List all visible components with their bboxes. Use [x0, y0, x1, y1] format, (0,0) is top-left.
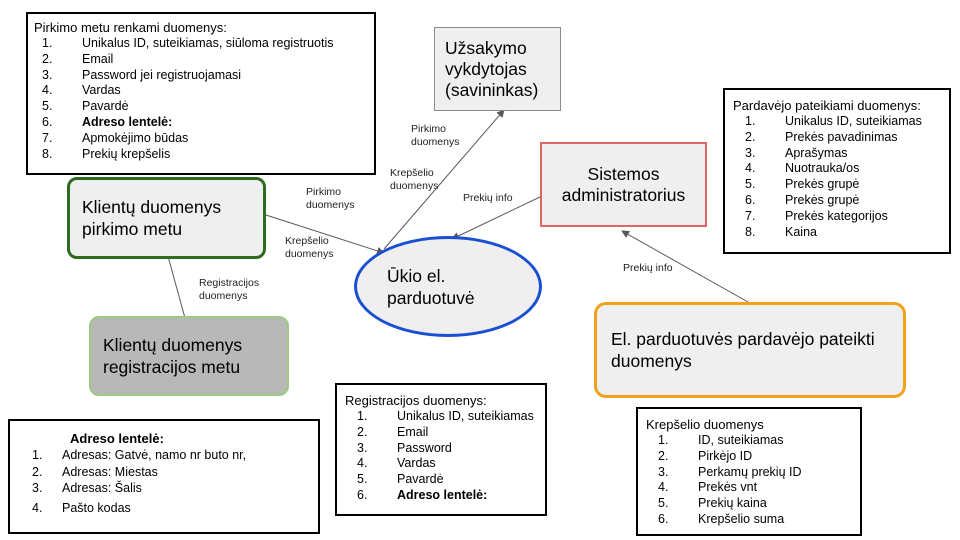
- edge-admin-to-eshop: [451, 195, 543, 240]
- system-admin-label: Sistemos administratorius: [561, 163, 686, 205]
- order-executor-label: Užsakymo vykdytojas (savininkas): [445, 37, 539, 100]
- cart-data-title: Krepšelio duomenys: [646, 417, 764, 432]
- list-item: 8.Prekių krepšelis: [42, 146, 171, 161]
- address-table-list: 1.Adresas: Gatvė, namo nr buto nr, 2.Adr…: [16, 447, 312, 516]
- cart-data-box: Krepšelio duomenys 1.ID, suteikiamas 2.P…: [636, 407, 862, 536]
- system-admin-node: Sistemos administratorius: [540, 142, 707, 227]
- seller-provided-node: El. parduotuvės pardavėjo pateikti duome…: [594, 302, 906, 398]
- edge-label-registracijos: Registracijos duomenys: [199, 277, 260, 302]
- edge-eshop-to-executor: [383, 109, 505, 250]
- registration-data-list: 1.Unikalus ID, suteikiamas 2.Email 3.Pas…: [349, 409, 539, 504]
- edge-label-prekiu-info-seller: Prekių info: [623, 262, 673, 274]
- edge-registration-to-purchase: [164, 248, 186, 319]
- address-table-title: Adreso lentelė:: [70, 431, 164, 446]
- edge-label-krepselio-left: Krepšelio duomenys: [285, 235, 334, 260]
- list-item: 1.Unikalus ID, suteikiamas: [745, 114, 922, 128]
- list-item: 5.Prekės grupė: [745, 177, 860, 192]
- list-item: 1.ID, suteikiamas: [658, 433, 784, 447]
- purchase-data-box: Pirkimo metu renkami duomenys: 1.Unikalu…: [26, 12, 376, 175]
- list-item: 4.Pašto kodas: [32, 500, 131, 515]
- address-table-box: Adreso lentelė: 1.Adresas: Gatvė, namo n…: [8, 419, 320, 534]
- seller-data-list: 1.Unikalus ID, suteikiamas 2.Prekės pava…: [737, 114, 943, 240]
- list-item: 5.Prekių kaina: [658, 496, 767, 511]
- customer-registration-node: Klientų duomenys registracijos metu: [89, 316, 289, 396]
- eshop-label: Ūkio el. parduotuvė: [387, 265, 475, 308]
- order-executor-node: Užsakymo vykdytojas (savininkas): [434, 27, 561, 111]
- list-item: 3.Aprašymas: [745, 145, 848, 160]
- seller-provided-label: El. parduotuvės pardavėjo pateikti duome…: [611, 329, 875, 371]
- list-item: 7.Prekės kategorijos: [745, 208, 888, 223]
- list-item: 4.Prekės vnt: [658, 480, 758, 495]
- list-item: 2.Adresas: Miestas: [32, 464, 158, 479]
- list-item: 1.Unikalus ID, suteikiamas: [357, 409, 534, 423]
- list-item: 6.Krepšelio suma: [658, 511, 785, 526]
- list-item: 2.Email: [42, 51, 114, 66]
- edge-label-krepselio-top: Krepšelio duomenys: [390, 167, 439, 192]
- list-item: 6.Prekės grupė: [745, 192, 860, 207]
- edge-label-pirkimo-top: Pirkimo duomenys: [411, 123, 460, 148]
- eshop-node: Ūkio el. parduotuvė: [354, 236, 542, 337]
- list-item: 1.Adresas: Gatvė, namo nr buto nr,: [32, 448, 247, 462]
- purchase-data-title: Pirkimo metu renkami duomenys:: [34, 20, 227, 35]
- list-item: 4.Vardas: [357, 456, 436, 471]
- list-item: 3.Password jei registruojamasi: [42, 67, 242, 82]
- list-item: 5.Pavardė: [357, 472, 444, 487]
- edge-purchase-to-eshop: [265, 214, 385, 255]
- customer-purchase-node: Klientų duomenys pirkimo metu: [67, 177, 266, 259]
- list-item: 2.Prekės pavadinimas: [745, 129, 898, 144]
- list-item: 4.Nuotrauka/os: [745, 161, 860, 176]
- registration-data-box: Registracijos duomenys: 1.Unikalus ID, s…: [335, 383, 547, 516]
- customer-registration-label: Klientų duomenys registracijos metu: [103, 335, 243, 377]
- list-item: 6.Adreso lentelė:: [42, 114, 173, 129]
- list-item: 2.Email: [357, 424, 429, 439]
- list-item: 2.Pirkėjo ID: [658, 448, 753, 463]
- list-item: 7.Apmokėjimo būdas: [42, 130, 189, 145]
- edge-label-prekiu-info-admin: Prekių info: [463, 192, 513, 204]
- list-item: 3.Password: [357, 440, 452, 455]
- list-item: 3.Perkamų prekių ID: [658, 464, 802, 479]
- customer-purchase-label: Klientų duomenys pirkimo metu: [82, 197, 222, 239]
- list-item: 8.Kaina: [745, 224, 817, 239]
- edge-label-pirkimo-left: Pirkimo duomenys: [306, 186, 355, 211]
- list-item: 4.Vardas: [42, 83, 121, 98]
- edge-seller-to-admin: [621, 230, 749, 303]
- list-item: 3.Adresas: Šalis: [32, 481, 142, 495]
- list-item: 6.Adreso lentelė:: [357, 487, 488, 502]
- seller-data-box: Pardavėjo pateikiami duomenys: 1.Unikalu…: [723, 88, 951, 254]
- registration-data-title: Registracijos duomenys:: [345, 393, 487, 408]
- list-item: 5.Pavardė: [42, 99, 129, 114]
- seller-data-title: Pardavėjo pateikiami duomenys:: [733, 98, 921, 113]
- purchase-data-list: 1.Unikalus ID, suteikiamas, siūloma regi…: [34, 36, 368, 162]
- list-item: 1.Unikalus ID, suteikiamas, siūloma regi…: [42, 36, 334, 50]
- cart-data-list: 1.ID, suteikiamas 2.Pirkėjo ID 3.Perkamų…: [650, 433, 854, 528]
